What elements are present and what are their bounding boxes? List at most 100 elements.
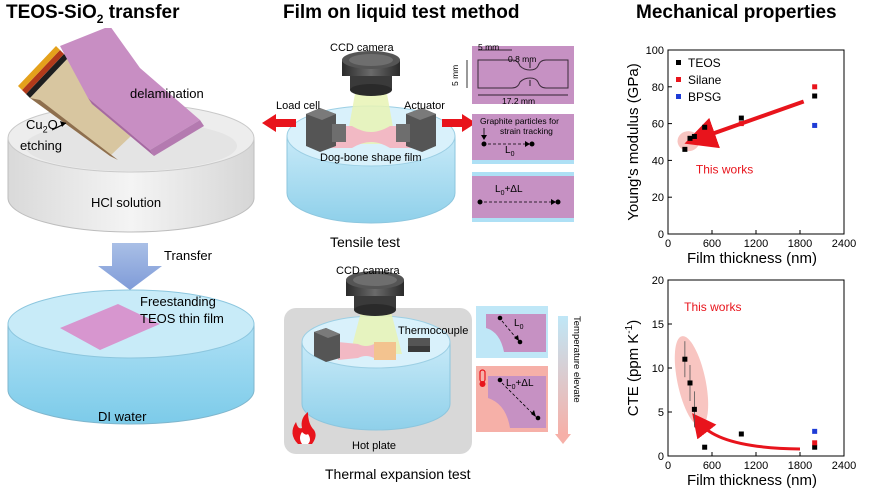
x-tick-label: 2400: [832, 238, 856, 250]
y-tick-label: 15: [652, 319, 664, 331]
legend-marker: [676, 94, 681, 99]
label-l0dl-thermal: L0+ΔL: [506, 378, 534, 391]
x-tick-label: 0: [665, 238, 671, 250]
label-dogbone: Dog-bone shape film: [320, 152, 422, 164]
label-delamination: delamination: [130, 86, 204, 101]
data-point: [738, 121, 744, 127]
x-tick-label: 600: [703, 238, 721, 250]
thermocouple-icon: [408, 338, 430, 352]
label-l0-thermal: L0: [514, 318, 524, 331]
legend-marker: [676, 60, 681, 65]
y-tick-label: 40: [652, 155, 664, 167]
wafer-stack: [18, 28, 204, 160]
label-graphite-2: strain tracking: [500, 126, 553, 136]
label-ccd-tensile: CCD camera: [330, 42, 394, 54]
caption-tensile: Tensile test: [330, 234, 401, 250]
y-axis-label: CTE (ppm K-1): [624, 320, 642, 416]
label-dim-172mm: 17.2 mm: [502, 96, 536, 106]
label-hot-plate: Hot plate: [352, 440, 397, 452]
label-temperature-elevate: Temperature elevate: [571, 316, 582, 403]
data-point: [682, 356, 688, 362]
flame-icon: [292, 412, 316, 444]
x-tick-label: 1800: [788, 238, 812, 250]
x-tick-label: 0: [665, 460, 671, 472]
load-cell-icon: [306, 108, 346, 152]
y-tick-label: 80: [652, 82, 664, 94]
data-point: [738, 431, 744, 437]
data-point: [812, 428, 818, 434]
legend-marker: [676, 77, 681, 82]
tensile-diagram: [262, 46, 574, 224]
data-point: [702, 124, 708, 130]
label-freestanding: Freestanding: [140, 294, 216, 309]
left-title: TEOS-SiO2 transfer: [6, 2, 180, 26]
label-etching: etching: [20, 138, 62, 153]
x-axis-label: Film thickness (nm): [687, 250, 817, 267]
x-tick-label: 1200: [744, 238, 768, 250]
data-point: [702, 444, 708, 450]
legend-label: BPSG: [688, 90, 721, 104]
strained-panel: [472, 172, 574, 222]
label-ccd-thermal: CCD camera: [336, 265, 400, 277]
y-tick-label: 20: [652, 275, 664, 287]
label-dim-5mm-top: 5 mm: [478, 42, 500, 52]
transfer-arrow-icon: [98, 243, 162, 290]
data-point: [738, 115, 744, 121]
label-di-water: DI water: [98, 409, 147, 424]
graphite-panel: [472, 114, 574, 164]
label-transfer: Transfer: [164, 248, 212, 263]
x-axis-label: Film thickness (nm): [687, 472, 817, 489]
trend-arrow: [692, 413, 801, 451]
right-title: Mechanical properties: [636, 2, 837, 23]
y-axis-label: Young's modulus (GPa): [625, 63, 642, 220]
label-thermocouple: Thermocouple: [398, 325, 469, 337]
teos-film-floating: [60, 304, 160, 350]
room-temp-panel: [476, 306, 548, 358]
heated-panel: [476, 366, 548, 432]
middle-title: Film on liquid test method: [283, 2, 520, 23]
y-tick-label: 100: [646, 45, 664, 57]
ccd-camera-icon: [342, 51, 400, 96]
label-load-cell: Load cell: [276, 100, 321, 112]
di-water-dish: [7, 289, 255, 425]
label-graphite-1: Graphite particles for: [480, 116, 559, 126]
data-point: [812, 440, 818, 446]
right-pull-arrow-icon: [442, 114, 476, 132]
data-point: [812, 93, 818, 99]
x-tick-label: 1800: [788, 460, 812, 472]
data-point: [682, 146, 688, 152]
data-point: [691, 133, 697, 139]
y-tick-label: 60: [652, 119, 664, 131]
label-dim-5mm-side: 5 mm: [450, 64, 460, 86]
data-point: [687, 135, 693, 141]
y-tick-label: 0: [658, 229, 664, 241]
label-hcl: HCl solution: [91, 195, 162, 210]
label-l0-tensile: L0: [505, 145, 515, 158]
data-point: [687, 380, 693, 386]
label-dim-08mm: 0.8 mm: [508, 54, 537, 64]
x-tick-label: 1200: [744, 460, 768, 472]
caption-thermal: Thermal expansion test: [325, 466, 471, 482]
clamp-left-icon: [314, 328, 340, 362]
label-cu2o: Cu2O: [26, 117, 58, 135]
temperature-gradient-bar: [558, 316, 568, 434]
label-teos-film: TEOS thin film: [140, 311, 224, 326]
data-point: [812, 444, 818, 450]
transfer-diagram: [7, 28, 255, 425]
data-point: [812, 122, 818, 128]
y-tick-label: 0: [658, 451, 664, 463]
ccd-camera-thermal-icon: [346, 271, 404, 316]
annotation-this-works: This works: [696, 162, 753, 176]
y-tick-label: 20: [652, 192, 664, 204]
legend-label: TEOS: [688, 56, 721, 70]
label-l0dl-tensile: L0+ΔL: [495, 184, 523, 197]
dogbone-spec-drawing: [466, 46, 574, 104]
x-tick-label: 2400: [832, 460, 856, 472]
left-pull-arrow-icon: [262, 114, 296, 132]
actuator-icon: [396, 108, 436, 152]
legend-label: Silane: [688, 73, 722, 87]
y-tick-label: 5: [658, 407, 664, 419]
